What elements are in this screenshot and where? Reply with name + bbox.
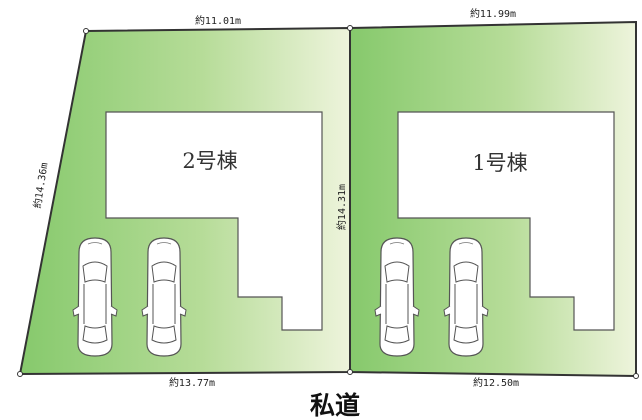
car-icon	[72, 237, 118, 357]
building-label-1: 1号棟	[472, 151, 527, 175]
road-label: 私道	[310, 391, 360, 420]
dim-left-depth: 約14.36m	[31, 162, 51, 210]
boundary-markers	[17, 25, 639, 379]
car-icon	[443, 237, 489, 357]
car-icon	[141, 237, 187, 357]
dim-left-top: 約11.01m	[195, 14, 241, 27]
dim-left-bottom: 約13.77m	[169, 376, 215, 389]
dim-shared-depth: 約14.31m	[335, 184, 348, 230]
car-icon	[374, 237, 420, 357]
building-1	[397, 111, 615, 331]
building-label-2: 2号棟	[182, 149, 237, 173]
dim-right-bottom: 約12.50m	[473, 376, 519, 389]
building-2	[105, 111, 323, 331]
dim-right-top: 約11.99m	[470, 7, 516, 20]
